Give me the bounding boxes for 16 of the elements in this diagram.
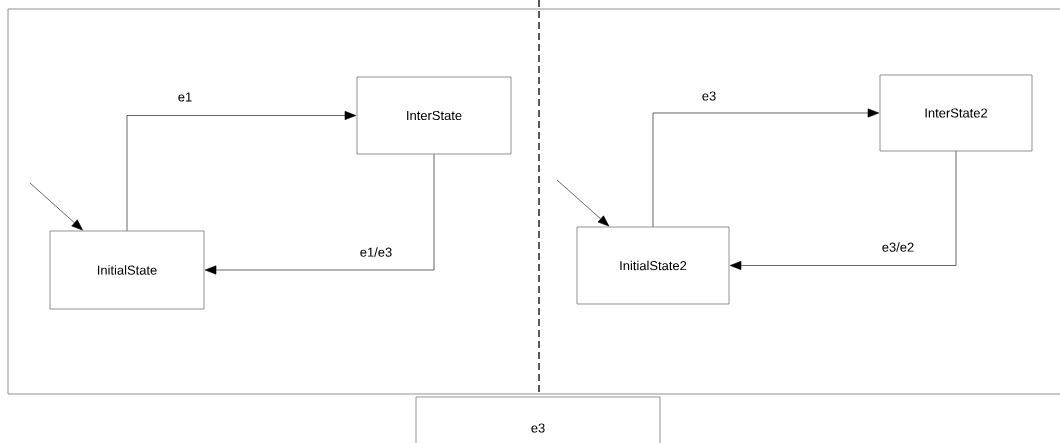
state-box: InterState2: [879, 74, 1033, 152]
state-box: InitialState2: [576, 226, 730, 305]
event-box: e3: [415, 396, 661, 443]
arrow: [729, 151, 957, 270]
edge-label: e1: [178, 92, 192, 102]
state-box: InitialState: [49, 230, 205, 310]
state-box: InterState: [356, 76, 512, 155]
arrow: [204, 154, 435, 275]
arrow: [556, 179, 610, 227]
edge-label: e3: [702, 91, 716, 101]
frame: [7, 8, 1060, 395]
arrow: [652, 108, 880, 227]
arrow: [29, 182, 83, 231]
edge-label: e3/e2: [882, 242, 914, 252]
edge-label: e1/e3: [360, 247, 392, 257]
arrow: [126, 111, 357, 231]
